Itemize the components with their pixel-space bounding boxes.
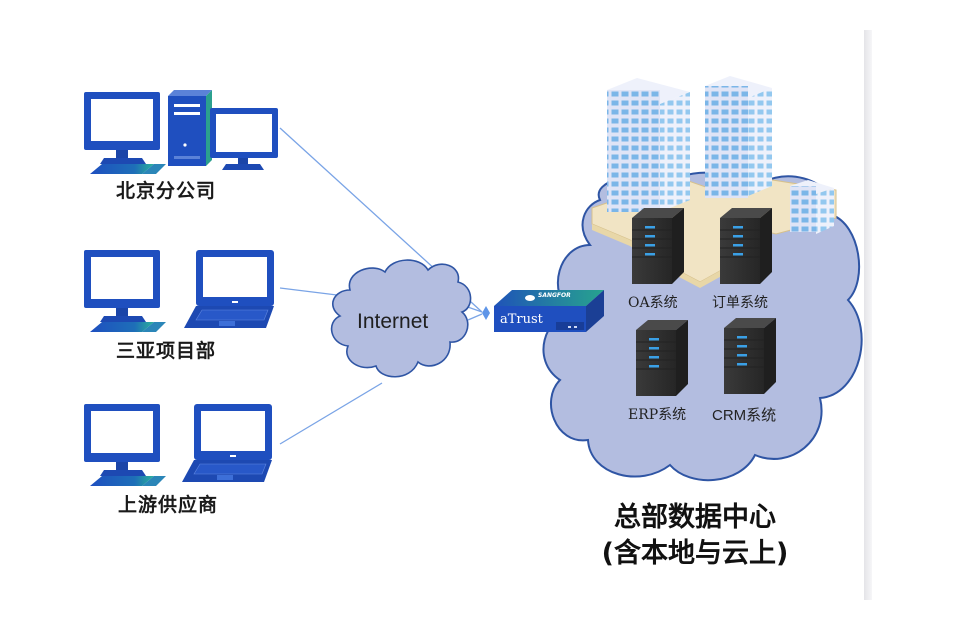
internet-cloud: [330, 259, 472, 378]
datacenter-subtitle: (含本地与云上): [601, 538, 789, 569]
link-sanya: [279, 287, 346, 297]
site-beijing-devices: [84, 90, 278, 174]
sangfor-logo-icon: [525, 295, 535, 301]
monitor-icon: [210, 108, 278, 170]
system-label-order: 订单系统: [712, 295, 768, 311]
desktop-computer-icon: [84, 250, 166, 332]
server-crm-icon: [723, 317, 777, 395]
server-oa-icon: [631, 207, 685, 285]
connector-diamond-icon: [482, 306, 490, 320]
site-sanya-devices: [84, 249, 275, 332]
system-label-crm: CRM系统: [712, 407, 777, 424]
vertical-scrollbar[interactable]: [864, 30, 872, 600]
system-label-erp: ERP系统: [628, 407, 687, 423]
server-erp-icon: [635, 319, 689, 397]
system-label-oa: OA系统: [628, 295, 678, 311]
link-internet-gw-2: [467, 313, 483, 321]
tower-pc-icon: [168, 90, 212, 166]
site-label-supplier: 上游供应商: [118, 494, 219, 516]
link-supplier: [279, 382, 383, 445]
laptop-icon: [183, 249, 275, 329]
internet-label: Internet: [357, 310, 429, 333]
hq-campus-illustration: [591, 76, 837, 288]
gateway-label: aTrust: [500, 312, 543, 327]
server-order-icon: [719, 207, 773, 285]
datacenter-title: 总部数据中心: [614, 502, 776, 533]
laptop-icon: [181, 403, 273, 483]
site-supplier-devices: [84, 403, 273, 486]
site-label-sanya: 三亚项目部: [116, 340, 217, 362]
atrust-gateway-icon: [494, 290, 604, 332]
site-label-beijing: 北京分公司: [116, 180, 217, 202]
gateway-brand: SANGFOR: [538, 292, 571, 299]
desktop-computer-icon: [84, 92, 166, 174]
desktop-computer-icon: [84, 404, 166, 486]
